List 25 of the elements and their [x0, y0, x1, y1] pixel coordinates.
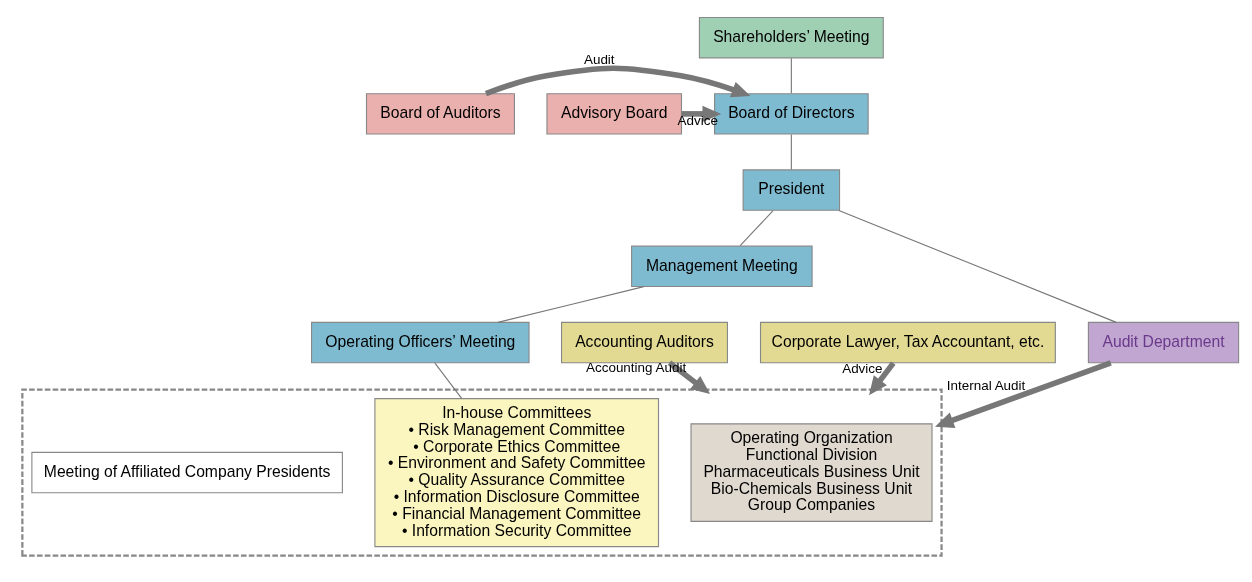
connector — [790, 133, 792, 170]
connector — [838, 209, 1117, 323]
edge-label: Internal Audit — [946, 377, 1026, 393]
node-box: Accounting Auditors — [561, 321, 728, 364]
node-box: Operating Organization Functional Division Pharmaceuticals Business Unit Bio-Chemicals Business Unit Group Companies — [690, 423, 933, 522]
node-box: Meeting of Affiliated Company Presidents — [31, 451, 343, 494]
arrow — [681, 105, 722, 123]
arrow — [935, 360, 1112, 428]
node-box: President — [742, 169, 841, 211]
node-box: Corporate Lawyer, Tax Accountant, etc. — [759, 321, 1056, 364]
node-box: Operating Officers’ Meeting — [311, 321, 530, 364]
edge-label: Audit — [583, 52, 615, 68]
node-box: In-house Committees • Risk Management Committee • Corporate Ethics Committee • Environment and Safety Committee • Quality Assurance Committee • Information Disclosure Committee • Financial Management Committee • Information Security Committee — [374, 398, 660, 548]
cluster — [21, 388, 943, 557]
node-box: Audit Department — [1087, 321, 1240, 364]
connector — [497, 286, 645, 323]
connector — [434, 362, 463, 399]
node-box: Management Meeting — [631, 245, 813, 288]
connector — [739, 210, 774, 247]
node-box: Board of Auditors — [365, 93, 515, 135]
arrow — [667, 360, 711, 394]
connector — [790, 57, 792, 94]
arrow — [869, 361, 896, 396]
arrow — [484, 65, 751, 98]
node-box: Shareholders’ Meeting — [698, 16, 884, 59]
